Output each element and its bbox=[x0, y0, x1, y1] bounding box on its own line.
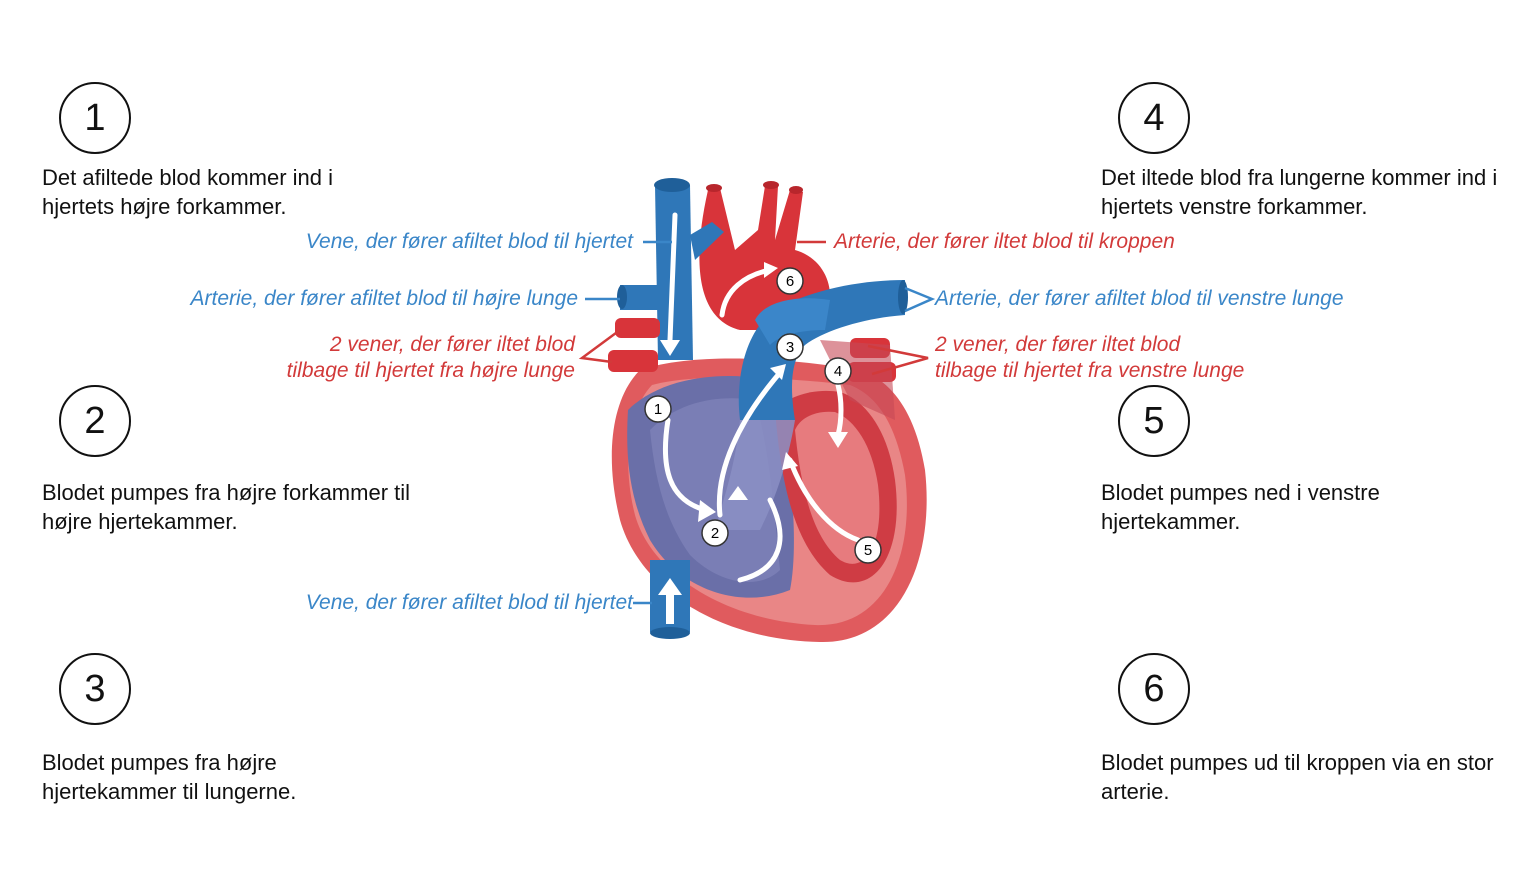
heart-markers: 1 2 3 4 5 6 bbox=[644, 267, 882, 564]
label-vein-top: Vene, der fører afiltet blod til hjertet bbox=[305, 230, 633, 253]
svg-text:4: 4 bbox=[834, 363, 842, 380]
svg-text:3: 3 bbox=[786, 339, 794, 356]
marker-1: 1 bbox=[644, 395, 672, 423]
step-2-text: Blodet pumpes fra højre forkammer til hø… bbox=[42, 480, 411, 534]
label-artery-body: Arterie, der fører iltet blod til kroppe… bbox=[834, 230, 1175, 253]
step-4-circle: 4 bbox=[1118, 82, 1190, 154]
superior-vena-cava bbox=[617, 178, 724, 360]
svg-text:2: 2 bbox=[711, 525, 719, 542]
label-artery-right-lung: Arterie, der fører afiltet blod til højr… bbox=[190, 287, 579, 310]
label-vein-bottom: Vene, der fører afiltet blod til hjertet bbox=[305, 591, 633, 614]
label-veins-left-lung-1: 2 vener, der fører iltet blod bbox=[935, 333, 1181, 356]
label-artery-left-lung: Arterie, der fører afiltet blod til vens… bbox=[935, 287, 1344, 310]
step-6-text: Blodet pumpes ud til kroppen via en stor… bbox=[1101, 750, 1494, 804]
svg-text:1: 1 bbox=[654, 401, 662, 418]
step-1-text: Det afiltede blod kommer ind i hjertets … bbox=[42, 165, 334, 219]
marker-5: 5 bbox=[854, 536, 882, 564]
svg-text:5: 5 bbox=[864, 542, 872, 559]
marker-2: 2 bbox=[701, 519, 729, 547]
step-6-circle: 6 bbox=[1118, 653, 1190, 725]
marker-4: 4 bbox=[824, 357, 852, 385]
step-3-circle: 3 bbox=[59, 653, 131, 725]
svg-text:6: 6 bbox=[786, 273, 794, 290]
label-veins-left-lung-2: tilbage til hjertet fra venstre lunge bbox=[935, 359, 1245, 382]
marker-3: 3 bbox=[776, 333, 804, 361]
flow-arrowheads bbox=[658, 262, 848, 595]
step-4-text: Det iltede blod fra lungerne kommer ind … bbox=[1101, 165, 1498, 219]
label-veins-right-lung-1: 2 vener, der fører iltet blod bbox=[329, 333, 575, 356]
step-3-text: Blodet pumpes fra højre hjertekammer til… bbox=[42, 750, 297, 804]
step-5-circle: 5 bbox=[1118, 385, 1190, 457]
step-5-text: Blodet pumpes ned i venstre hjertekammer… bbox=[1101, 480, 1380, 534]
flow-arrows bbox=[662, 212, 861, 583]
marker-6: 6 bbox=[776, 267, 804, 295]
leader-lines bbox=[578, 240, 936, 605]
step-2-circle: 2 bbox=[59, 385, 131, 457]
pulmonary-artery bbox=[715, 280, 908, 530]
label-veins-right-lung-2: tilbage til hjertet fra højre lunge bbox=[286, 359, 575, 382]
bottom-arrow-shaft bbox=[666, 594, 674, 624]
step-1-circle: 1 bbox=[59, 82, 131, 154]
